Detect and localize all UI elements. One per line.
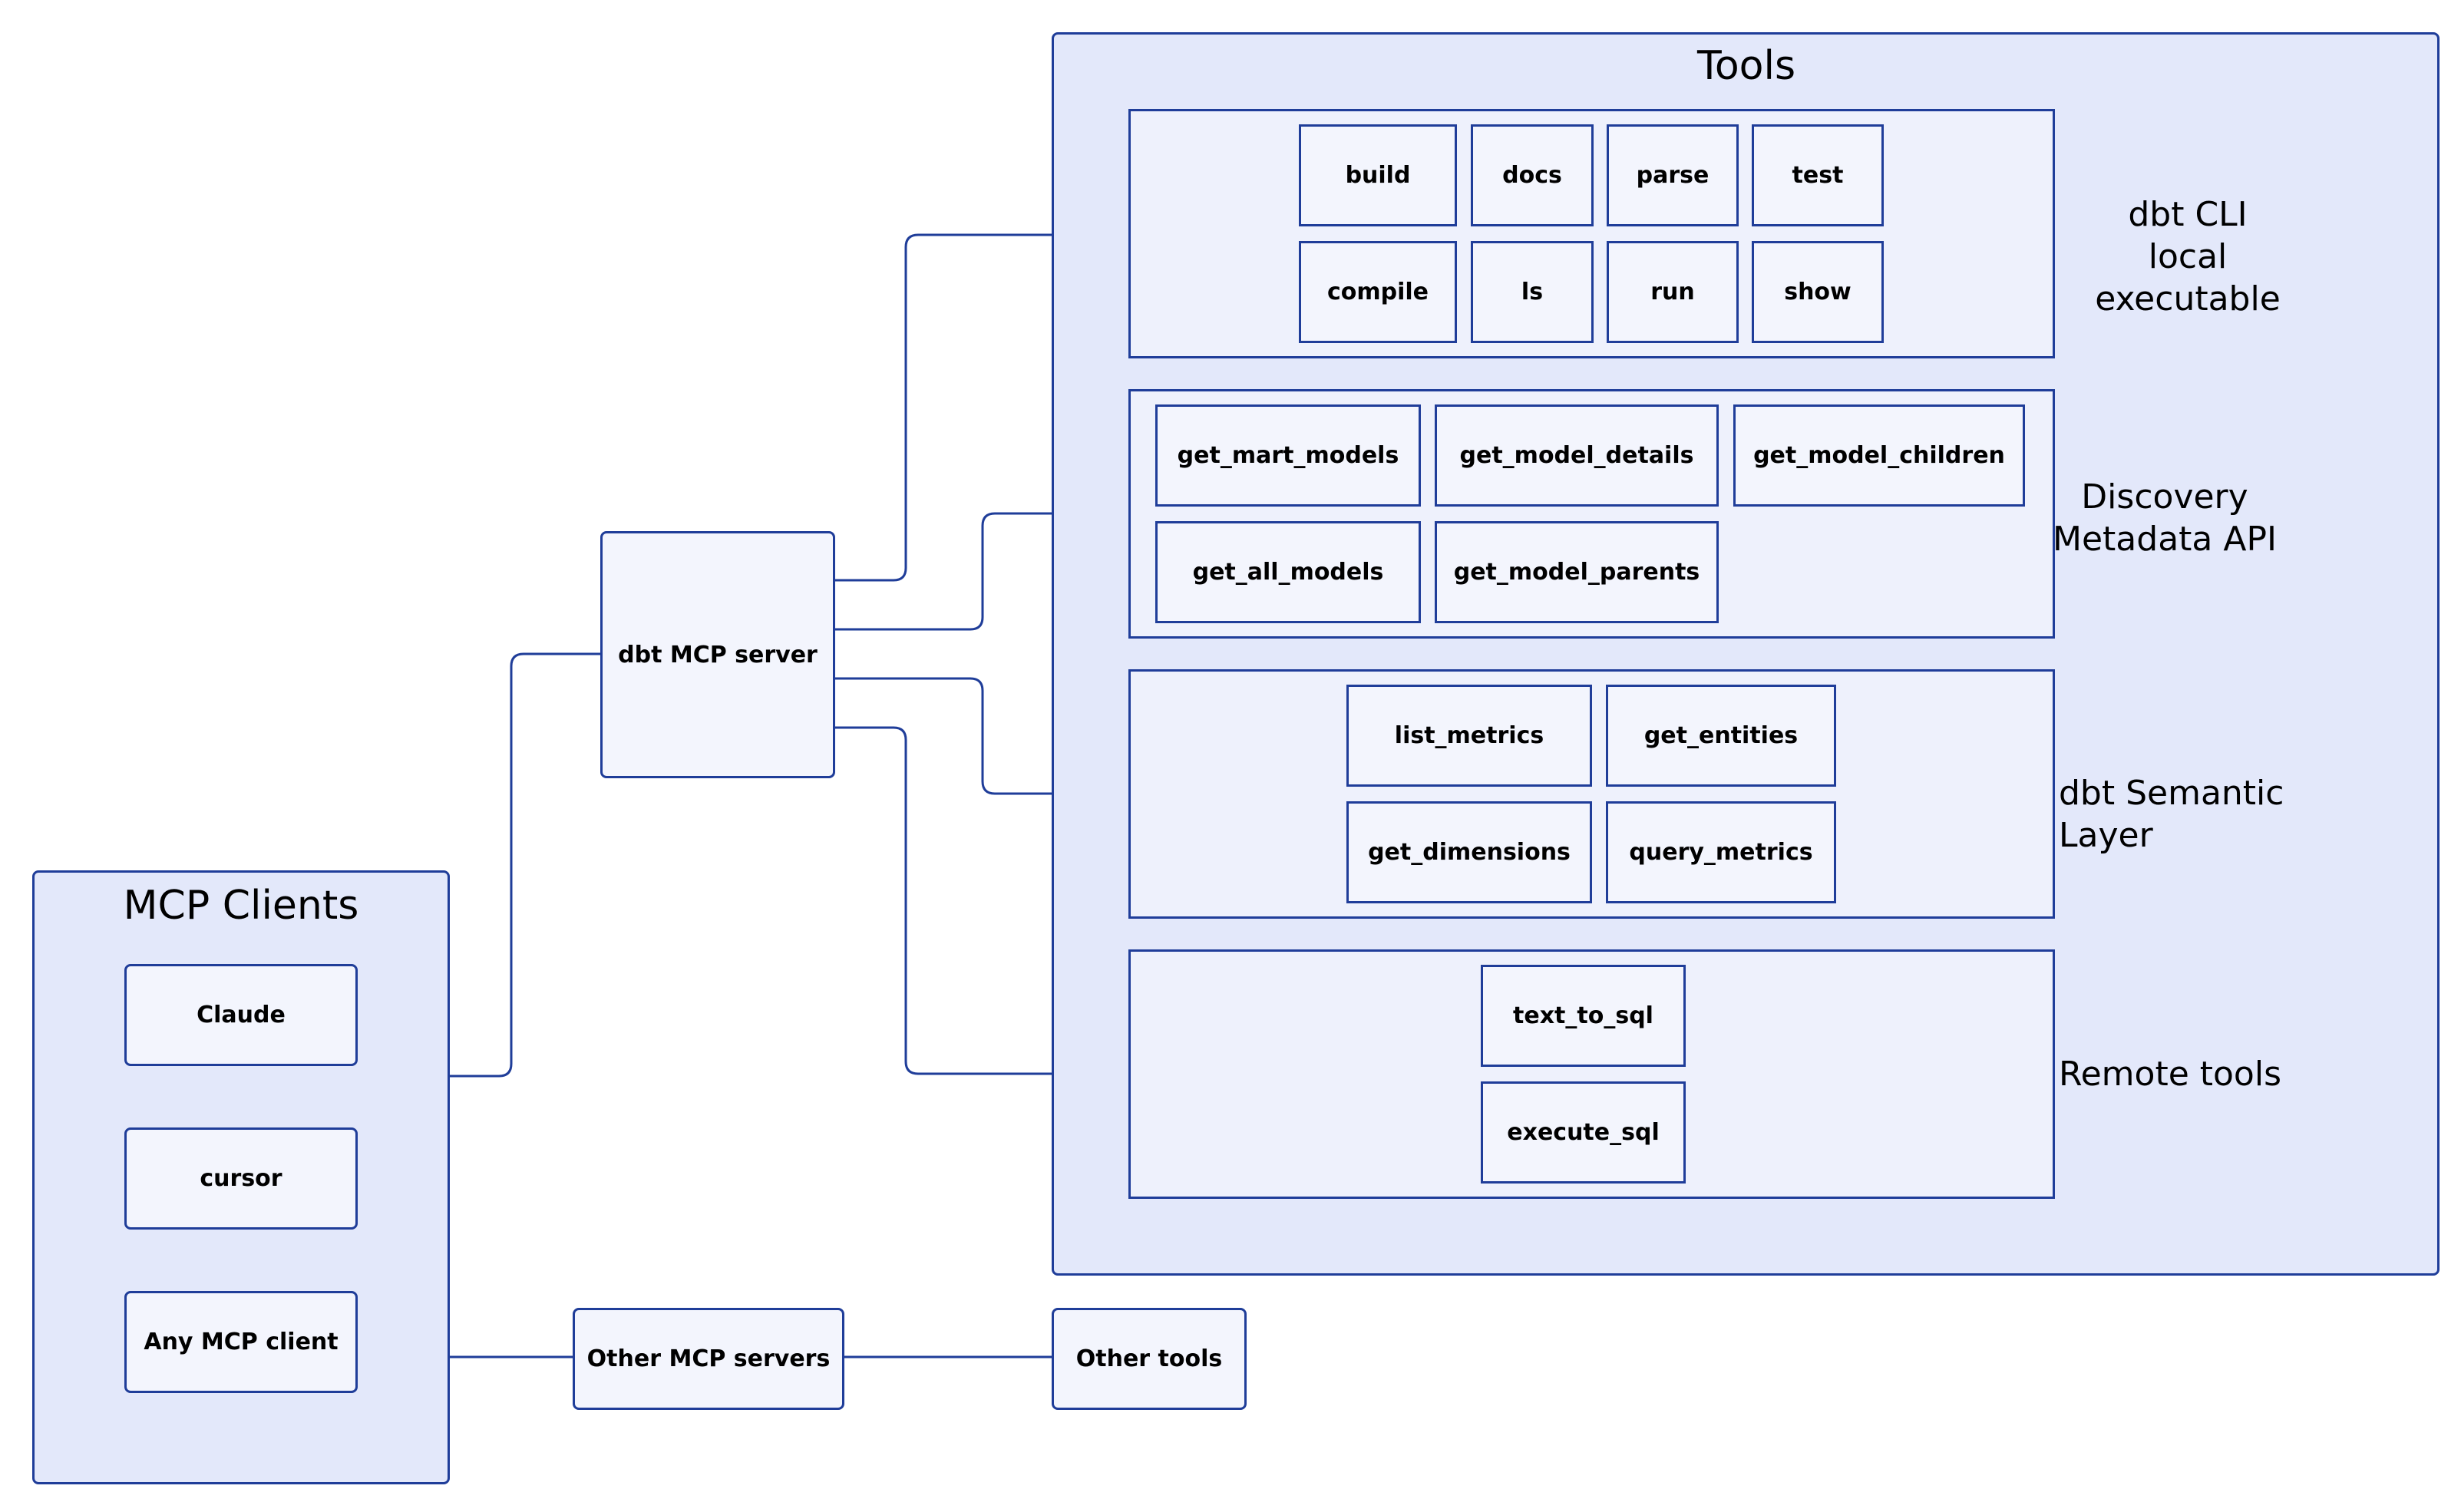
- section-label-dbt-cli: dbt CLI local executable: [2057, 193, 2318, 320]
- tool-get-model-parents[interactable]: get_model_parents: [1435, 521, 1719, 623]
- tool-query-metrics[interactable]: query_metrics: [1606, 801, 1836, 903]
- connector-server-cli: [835, 233, 1128, 582]
- tool-compile[interactable]: compile: [1299, 241, 1457, 343]
- tool-build[interactable]: build: [1299, 124, 1457, 226]
- section-label-remote-tools: Remote tools: [2059, 1055, 2281, 1094]
- tool-get-mart-models[interactable]: get_mart_models: [1155, 404, 1421, 507]
- tool-parse[interactable]: parse: [1607, 124, 1739, 226]
- tool-get-dimensions[interactable]: get_dimensions: [1346, 801, 1592, 903]
- tool-run[interactable]: run: [1607, 241, 1739, 343]
- connector-server-semantic: [835, 677, 1128, 795]
- tool-get-model-children[interactable]: get_model_children: [1733, 404, 2025, 507]
- tools-title: Tools: [1696, 43, 1796, 89]
- client-claude[interactable]: Claude: [124, 964, 358, 1066]
- connector-clients-server: [450, 652, 600, 1078]
- tool-ls[interactable]: ls: [1471, 241, 1594, 343]
- tool-get-entities[interactable]: get_entities: [1606, 685, 1836, 787]
- tool-text-to-sql[interactable]: text_to_sql: [1481, 965, 1686, 1067]
- section-label-discovery-line2: Metadata API: [2053, 520, 2277, 559]
- tool-get-model-details[interactable]: get_model_details: [1435, 404, 1719, 507]
- mcp-clients-title: MCP Clients: [123, 883, 359, 929]
- client-any-mcp-client[interactable]: Any MCP client: [124, 1291, 358, 1393]
- tool-show[interactable]: show: [1752, 241, 1884, 343]
- client-cursor[interactable]: cursor: [124, 1127, 358, 1230]
- section-label-dbt-cli-line1: dbt CLI: [2128, 195, 2248, 234]
- tool-test[interactable]: test: [1752, 124, 1884, 226]
- section-label-discovery: Discovery Metadata API: [2042, 476, 2288, 560]
- tool-execute-sql[interactable]: execute_sql: [1481, 1081, 1686, 1184]
- tool-get-all-models[interactable]: get_all_models: [1155, 521, 1421, 623]
- dbt-mcp-server-node[interactable]: dbt MCP server: [600, 531, 835, 778]
- section-label-dbt-cli-line2: local executable: [2095, 237, 2281, 319]
- tool-docs[interactable]: docs: [1471, 124, 1594, 226]
- section-label-discovery-line1: Discovery: [2081, 477, 2248, 517]
- other-tools-node[interactable]: Other tools: [1052, 1308, 1247, 1410]
- connector-server-discovery: [835, 512, 1128, 631]
- section-label-semantic-layer: dbt Semantic Layer: [2059, 774, 2284, 855]
- other-mcp-servers-node[interactable]: Other MCP servers: [573, 1308, 844, 1410]
- connector-server-remote: [835, 726, 1128, 1075]
- tool-list-metrics[interactable]: list_metrics: [1346, 685, 1592, 787]
